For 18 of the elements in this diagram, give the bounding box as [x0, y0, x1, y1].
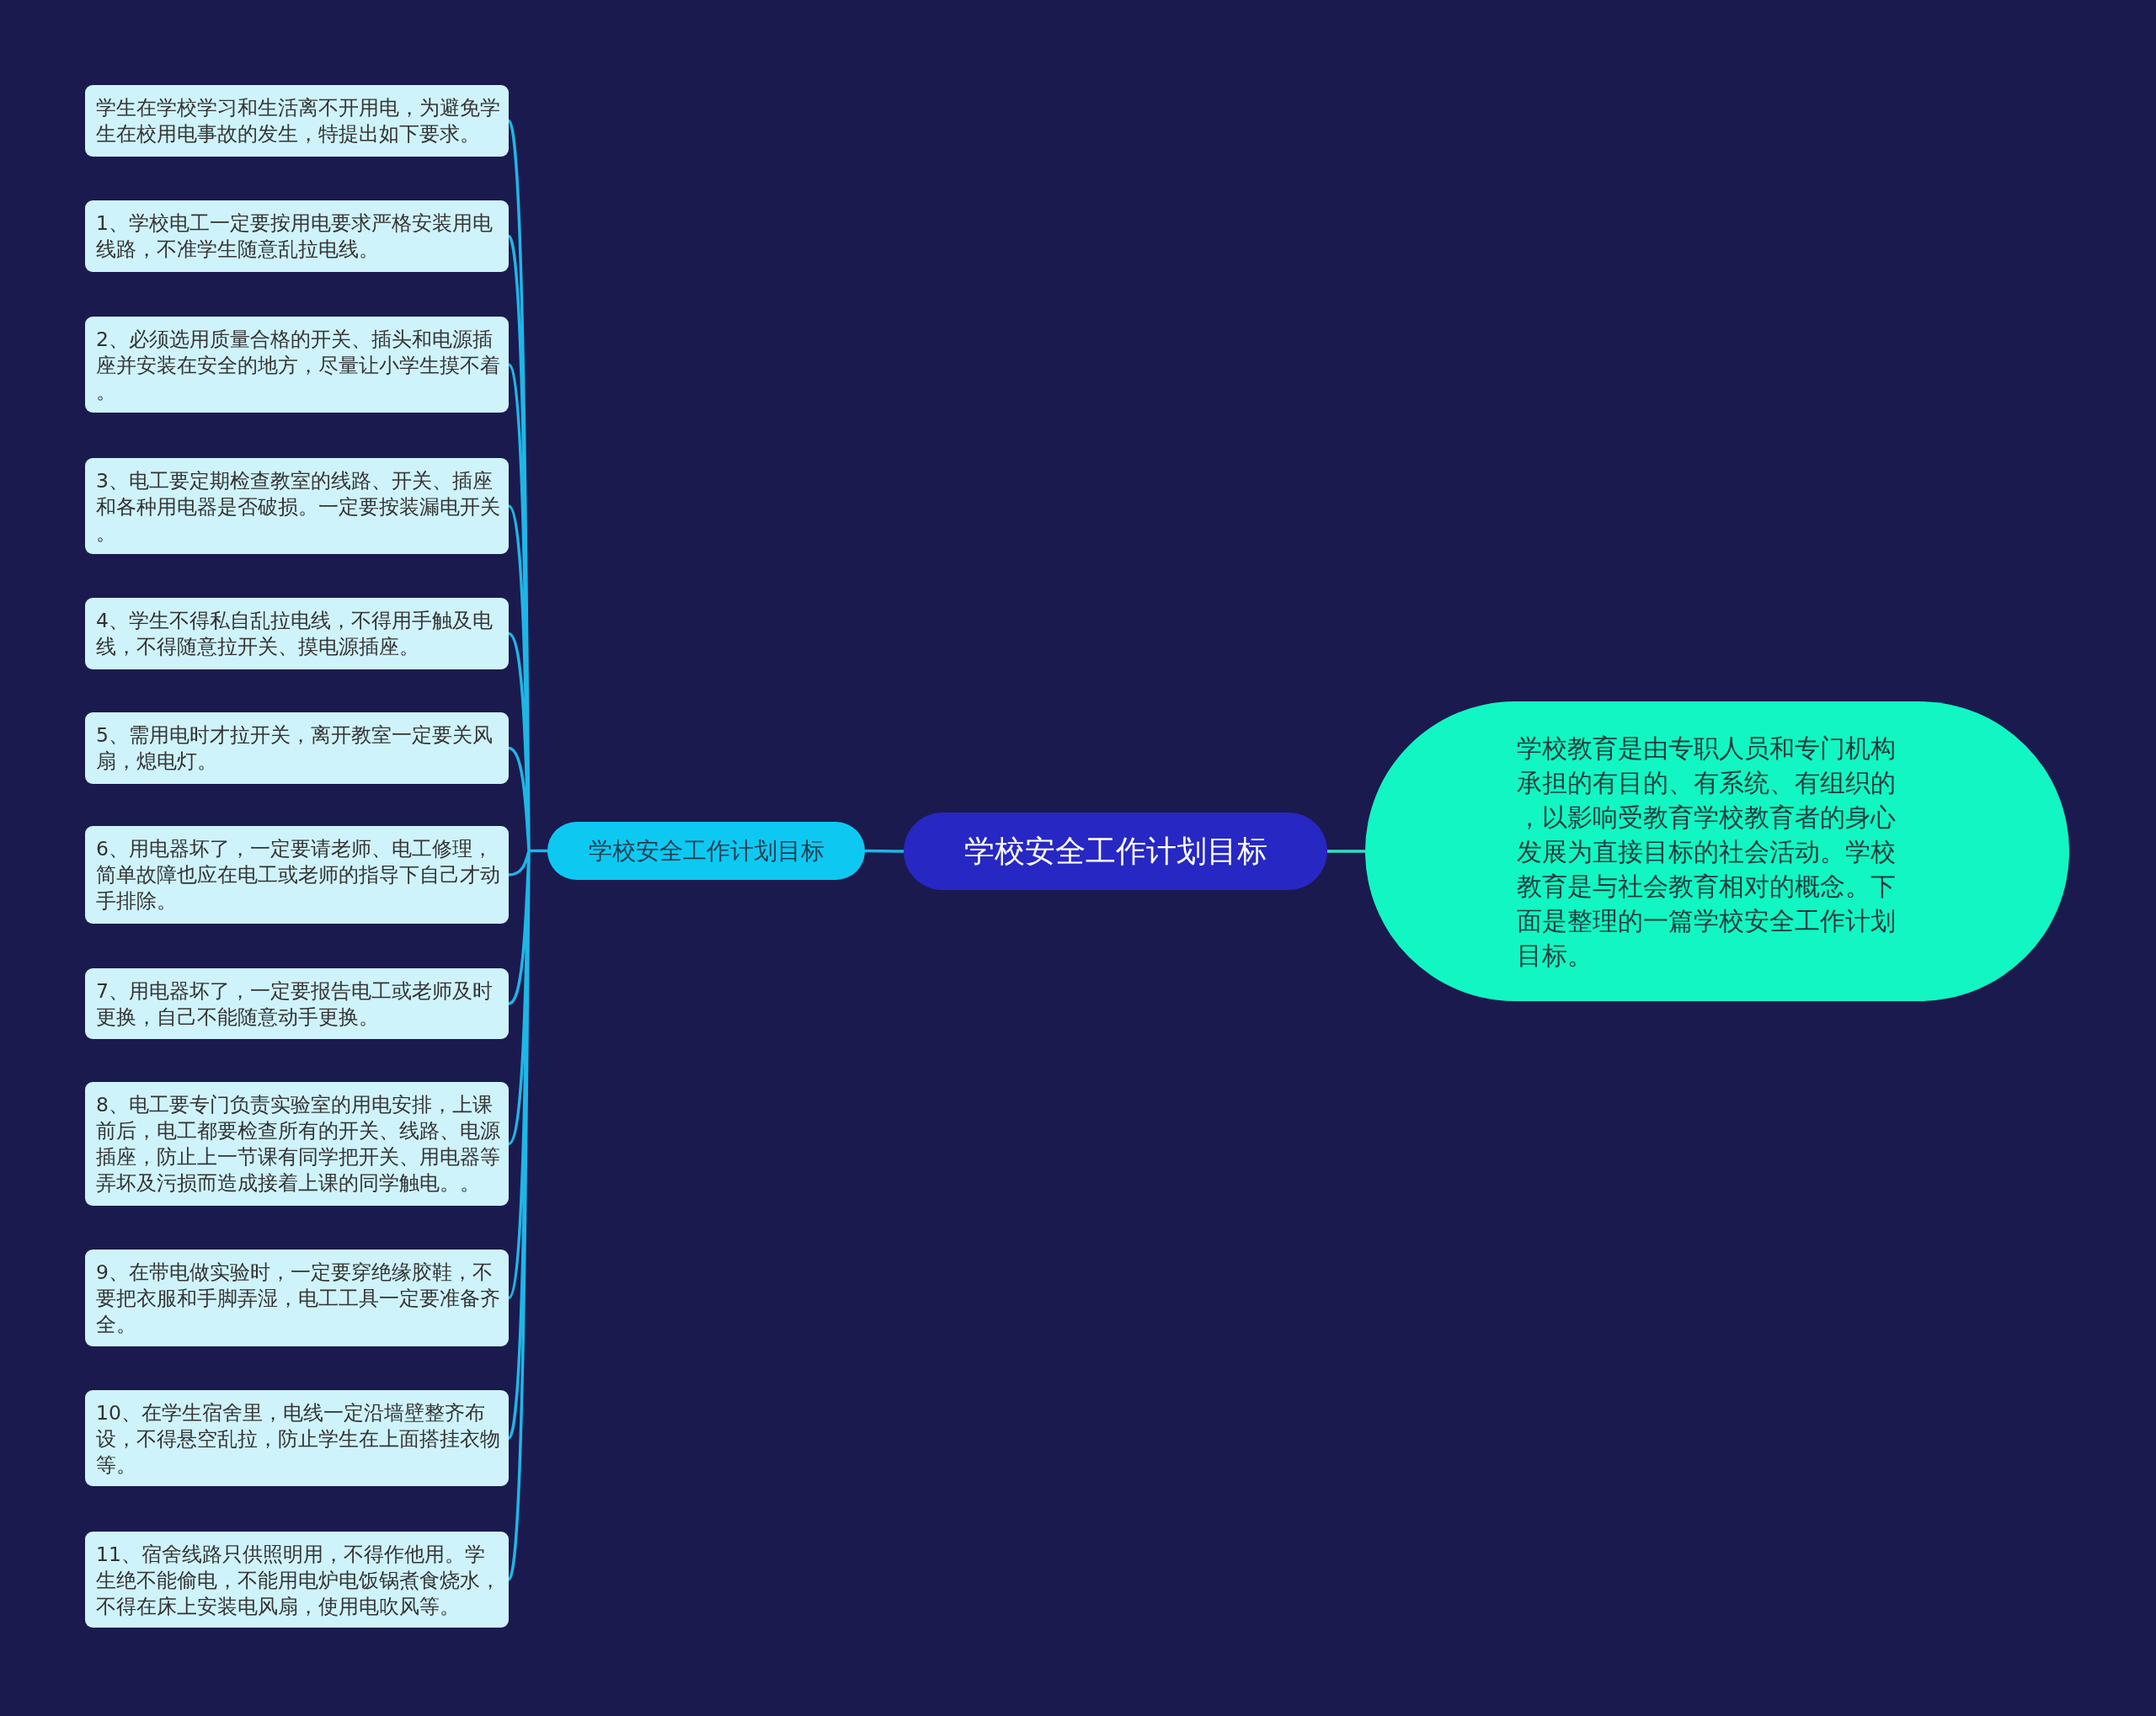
- note-box: 8、电工要专门负责实验室的用电安排，上课前后，电工都要检查所有的开关、线路、电源插座，防止上一节课有同学把开关、用电器等弄坏及污损而造成接着上课的同学触电。。: [85, 1082, 509, 1206]
- branch-topic: 学校安全工作计划目标: [547, 822, 865, 880]
- note-box: 7、用电器坏了，一定要报告电工或老师及时更换，自己不能随意动手更换。: [85, 968, 509, 1039]
- description-bubble: 学校教育是由专职人员和专门机构承担的有目的、有系统、有组织的，以影响受教育学校教育者的身心发展为直接目标的社会活动。学校教育是与社会教育相对的概念。下面是整理的一篇学校安全工作计划目标。: [1365, 701, 2069, 1001]
- note-box: 3、电工要定期检查教室的线路、开关、插座和各种用电器是否破损。一定要按装漏电开关。: [85, 458, 509, 554]
- note-box: 1、学校电工一定要按用电要求严格安装用电线路，不准学生随意乱拉电线。: [85, 200, 509, 272]
- connector-lines: [507, 119, 549, 1581]
- connector-line: [865, 849, 904, 853]
- note-box: 4、学生不得私自乱拉电线，不得用手触及电线，不得随意拉开关、摸电源插座。: [85, 598, 509, 669]
- central-topic: 学校安全工作计划目标: [904, 813, 1327, 890]
- connector-line: [1327, 850, 1365, 853]
- note-box: 5、需用电时才拉开关，离开教室一定要关风扇，熄电灯。: [85, 712, 509, 784]
- note-box: 9、在带电做实验时，一定要穿绝缘胶鞋，不要把衣服和手脚弄湿，电工工具一定要准备齐全。: [85, 1250, 509, 1346]
- note-box: 2、必须选用质量合格的开关、插头和电源插座并安装在安全的地方，尽量让小学生摸不着。: [85, 317, 509, 413]
- note-box: 6、用电器坏了，一定要请老师、电工修理，简单故障也应在电工或老师的指导下自己才动手排除。: [85, 826, 509, 924]
- note-box: 学生在学校学习和生活离不开用电，为避免学生在校用电事故的发生，特提出如下要求。: [85, 85, 509, 157]
- note-box: 10、在学生宿舍里，电线一定沿墙壁整齐布设，不得悬空乱拉，防止学生在上面搭挂衣物等。: [85, 1390, 509, 1486]
- note-box: 11、宿舍线路只供照明用，不得作他用。学生绝不能偷电，不能用电炉电饭锅煮食烧水，不得在床上安装电风扇，使用电吹风等。: [85, 1532, 509, 1628]
